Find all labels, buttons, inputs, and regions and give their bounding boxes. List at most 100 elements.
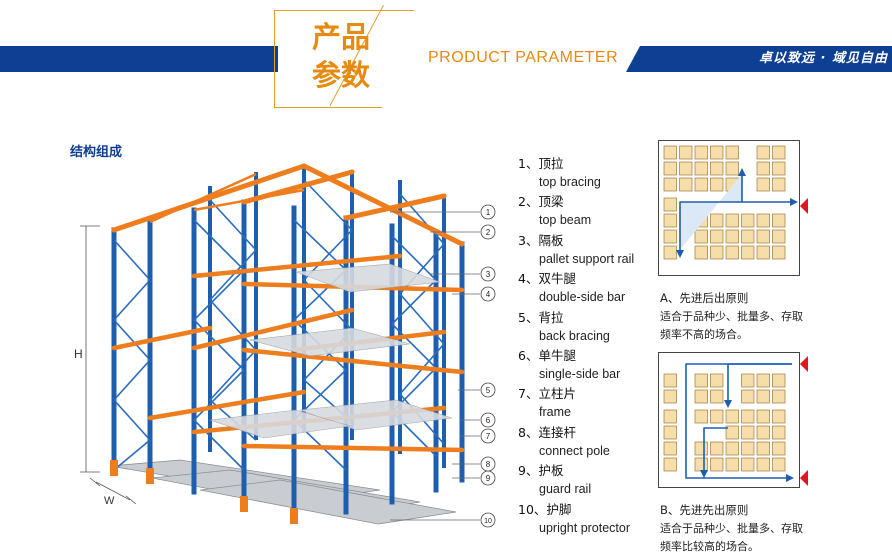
pallet-cell [756, 213, 770, 228]
pallet-cell [663, 161, 677, 176]
upright-protectors [110, 460, 298, 524]
pallet-cell [710, 409, 724, 424]
list-item: 1、顶拉 top bracing [518, 155, 648, 193]
part-name-zh: 3、隔板 [518, 232, 564, 248]
part-name-zh: 5、背拉 [518, 309, 564, 325]
pallet-support-rails [209, 263, 453, 439]
callout-number: 3 [486, 270, 491, 279]
pallet-cell [772, 441, 786, 456]
pallet-cell [694, 373, 708, 388]
pallet-cell [772, 177, 786, 192]
pallet-cell [725, 229, 739, 244]
pallet-cell [679, 161, 693, 176]
part-name-zh: 7、立柱片 [518, 386, 576, 402]
pallet-cell [756, 161, 770, 176]
list-item: 7、立柱片 frame [518, 385, 648, 423]
callout-leaders [390, 211, 480, 521]
pallet-cell [710, 373, 724, 388]
part-name-zh: 1、顶拉 [518, 156, 564, 171]
pallet-cell [772, 229, 786, 244]
pallet-cell [679, 177, 693, 192]
height-dimension [80, 225, 100, 473]
width-label: W [104, 495, 115, 507]
callout-number: 10 [484, 518, 492, 525]
entry-marker-icon [800, 356, 808, 372]
pallet-cell [710, 145, 724, 160]
height-label: H [74, 347, 83, 361]
list-item: 4、双牛腿 double-side bar [518, 270, 648, 308]
pallet-cell [663, 245, 677, 260]
pallet-cell [772, 425, 786, 440]
pallet-cell [663, 373, 677, 388]
pallet-cell [694, 389, 708, 404]
pallet-cell [741, 389, 755, 404]
callout-number: 1 [486, 208, 491, 217]
pallet-cell [694, 161, 708, 176]
pallet-cell [772, 389, 786, 404]
pallet-cell [679, 145, 693, 160]
header-frame-line [274, 10, 414, 11]
pallet-cell [725, 457, 739, 472]
pallet-cell [741, 425, 755, 440]
principle-description: 适合于品种少、批量多、存取 [660, 522, 803, 535]
pallet-cell [756, 457, 770, 472]
part-name-zh: 8、连接杆 [518, 424, 576, 440]
part-name-zh: 4、双牛腿 [518, 271, 576, 287]
pallet-cell [772, 409, 786, 424]
arrow-heads [700, 400, 794, 482]
pallet-cell [694, 229, 708, 244]
pallet-cell [772, 457, 786, 472]
exit-marker-icon [800, 470, 808, 486]
pallet-cell [710, 457, 724, 472]
pallet-cell [710, 245, 724, 260]
part-name-zh: 10、护脚 [518, 501, 572, 517]
width-dimension [89, 477, 137, 505]
page-title: 产品 参数 [296, 18, 386, 94]
pallet-cell [663, 197, 677, 212]
top-beams [111, 163, 465, 247]
pallet-cell [725, 161, 739, 176]
base-carriage [109, 459, 457, 525]
pallet-cell [756, 425, 770, 440]
header-bar-right [626, 46, 892, 72]
header-frame-line [274, 107, 382, 108]
page-title-line2: 参数 [311, 58, 370, 92]
pallet-cell [663, 145, 677, 160]
pallet-cell [756, 245, 770, 260]
pallet-cell [741, 213, 755, 228]
pallet-cell [663, 177, 677, 192]
pallet-cell [741, 441, 755, 456]
pallet-cell [772, 373, 786, 388]
pallet-cell [710, 229, 724, 244]
fifo-diagram [658, 352, 808, 488]
rack-illustration: H W [74, 163, 496, 528]
part-name-en: back bracing [539, 328, 610, 343]
principle-description: 频率不高的场合。 [660, 328, 748, 341]
pallet-cell [725, 245, 739, 260]
pallet-cell [741, 409, 755, 424]
pallet-cell [694, 409, 708, 424]
lifo-diagram [658, 140, 808, 276]
pallet-cell [756, 441, 770, 456]
part-name-en: pallet support rail [539, 251, 635, 266]
top-bracing [149, 172, 305, 224]
part-name-en: upright protector [539, 520, 631, 535]
pallet-cell [710, 161, 724, 176]
part-name-zh: 2、顶梁 [518, 194, 564, 210]
pallet-cell [756, 229, 770, 244]
callout-number: 2 [486, 228, 491, 237]
pallet-cell [663, 213, 677, 228]
entry-marker-icon [800, 198, 808, 214]
part-name-en: single-side bar [539, 366, 621, 381]
pallet-cell [741, 373, 755, 388]
header-slogan: 卓以致远 · 域见自由 [759, 51, 888, 66]
storage-grid [663, 145, 786, 260]
principle-description: 适合于品种少、批量多、存取 [660, 310, 803, 323]
pallet-cell [694, 457, 708, 472]
part-name-en: frame [539, 405, 571, 420]
header-bar-left [0, 46, 278, 72]
principle-title: A、先进后出原则 [660, 291, 749, 305]
pallet-cell [663, 409, 677, 424]
callout-number: 7 [486, 432, 491, 441]
list-item: 9、护板 guard rail [518, 462, 648, 500]
